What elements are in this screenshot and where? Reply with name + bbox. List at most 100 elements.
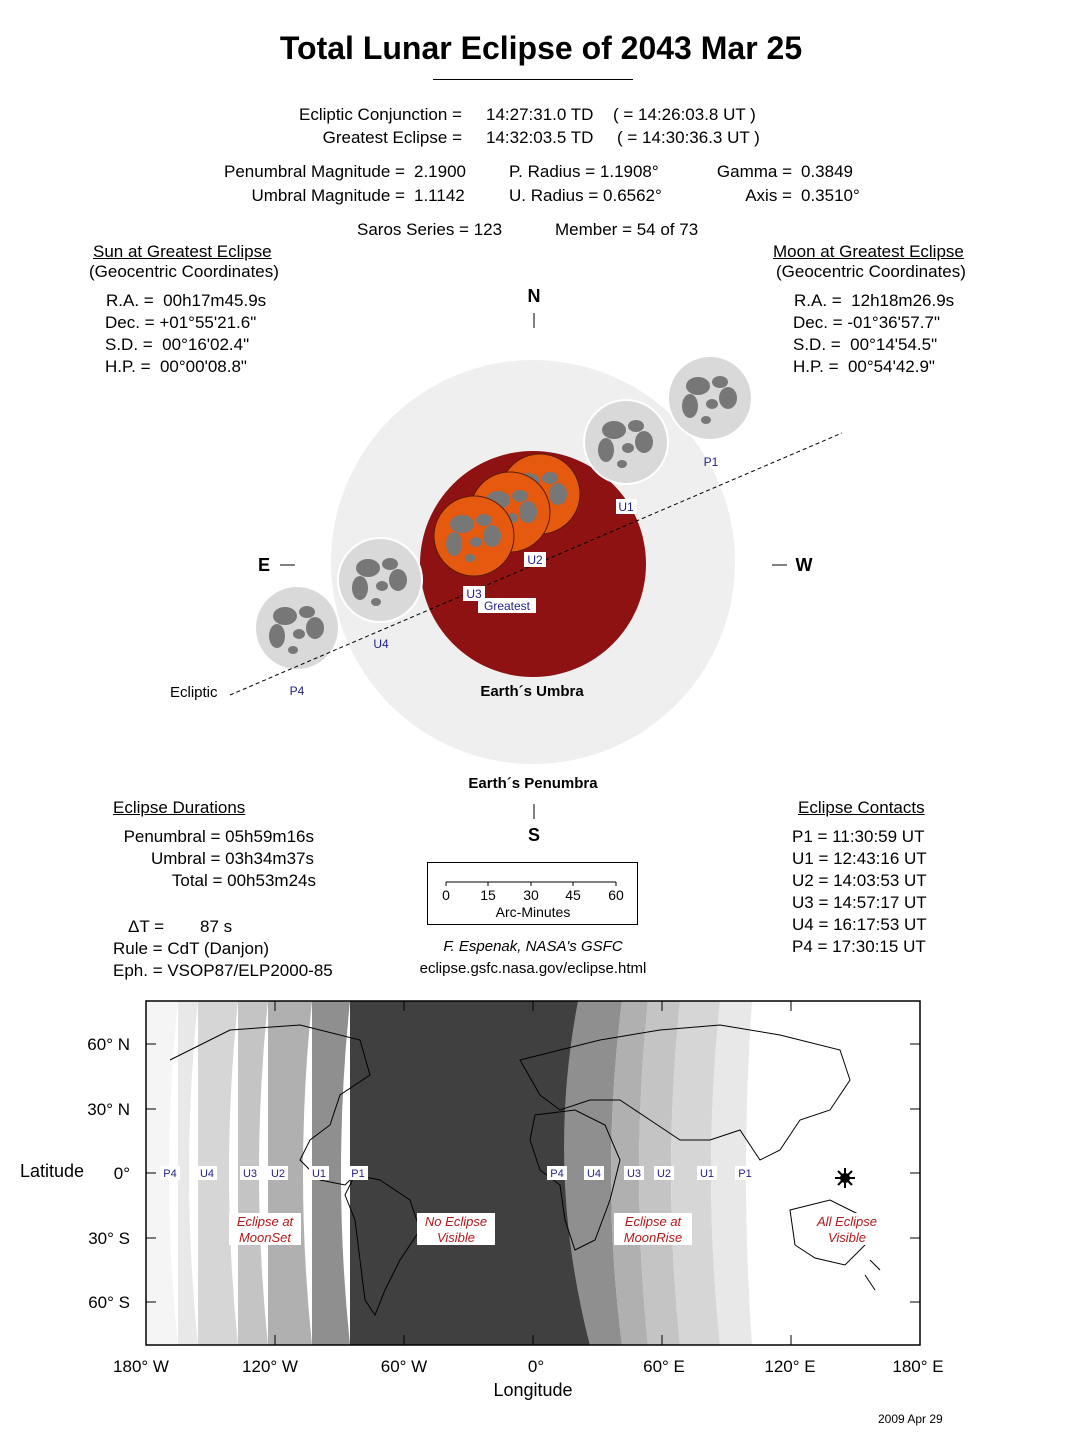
moon-u4 [337, 537, 423, 623]
region-moonset-line2: MoonSet [239, 1230, 292, 1245]
scale-tick-label: 60 [608, 887, 624, 903]
scale-tick-label: 30 [523, 887, 539, 903]
map-ylabel: Latitude [20, 1161, 84, 1181]
lon-tick-label: 120° W [242, 1357, 298, 1376]
map-contact-east: U2 [657, 1168, 671, 1180]
scale-tick-label: 45 [565, 887, 581, 903]
sun-heading: Sun at Greatest Eclipse [93, 242, 272, 261]
sun-hp: H.P. = 00°00'08.8" [105, 357, 247, 376]
moon-heading: Moon at Greatest Eclipse [773, 242, 964, 261]
region-all-visible-line2: Visible [828, 1230, 866, 1245]
greatest-label: Greatest [484, 599, 531, 613]
duration-umbral: Umbral = 03h34m37s [150, 849, 314, 868]
gamma-value: 0.3849 [801, 162, 853, 181]
delta-t-value: 87 s [200, 917, 233, 936]
scale-bar: 0 15 30 45 60 Arc-Minutes [427, 862, 638, 925]
lon-tick-label: 60° W [381, 1357, 427, 1376]
map-contact-east: P1 [738, 1168, 751, 1180]
rule-text: Rule = CdT (Danjon) [113, 939, 270, 958]
gamma-label: Gamma = [716, 162, 792, 181]
map-contact-west: U1 [312, 1168, 326, 1180]
region-all-visible-line1: All Eclipse [816, 1214, 877, 1229]
lat-tick-label: 60° N [87, 1035, 130, 1054]
contact-label-u4: U4 [373, 637, 389, 651]
map-contact-east: U1 [700, 1168, 714, 1180]
region-moonset-line1: Eclipse at [237, 1214, 295, 1229]
moon-p1 [667, 355, 753, 441]
scale-frame [427, 862, 638, 925]
u-radius: U. Radius = 0.6562° [509, 186, 662, 205]
visibility-map: 60° N 30° N 0° 30° S 60° S Latitude 180°… [20, 1000, 944, 1400]
contact-time-p1: P1 = 11:30:59 UT [792, 827, 925, 846]
date-stamp: 2009 Apr 29 [878, 1412, 943, 1426]
moon-subheading: (Geocentric Coordinates) [776, 262, 966, 281]
moon-ra: R.A. = 12h18m26.9s [794, 291, 955, 310]
region-no-eclipse-line2: Visible [437, 1230, 475, 1245]
umb-mag-label: Umbral Magnitude = [251, 186, 405, 205]
contact-time-p4: P4 = 17:30:15 UT [792, 937, 926, 956]
penumbra-label: Earth´s Penumbra [468, 775, 598, 792]
eclipse-diagram: N Ecliptic P1 U1 U2 U3 Greatest U4 P4 [170, 286, 843, 845]
contact-label-p4: P4 [290, 684, 305, 698]
map-contact-east: U4 [587, 1168, 601, 1180]
greatest-td: 14:32:03.5 TD [486, 128, 594, 147]
contact-label-p1: P1 [704, 455, 719, 469]
moon-u1 [583, 399, 669, 485]
lat-tick-label: 30° N [87, 1100, 130, 1119]
east-label: E [258, 555, 270, 575]
saros-series: Saros Series = 123 [357, 220, 503, 239]
map-contact-west: U4 [200, 1168, 214, 1180]
greatest-ut: ( = 14:30:36.3 UT ) [617, 128, 760, 147]
region-no-eclipse-line1: No Eclipse [425, 1214, 487, 1229]
page-title: Total Lunar Eclipse of 2043 Mar 25 [279, 30, 803, 66]
credit-author: F. Espenak, NASA's GSFC [443, 938, 623, 955]
map-contact-west: P4 [163, 1168, 176, 1180]
contact-label-u3: U3 [466, 587, 482, 601]
ephemeris-text: Eph. = VSOP87/ELP2000-85 [113, 961, 333, 980]
saros-member: Member = 54 of 73 [555, 220, 699, 239]
axis-value: 0.3510° [801, 186, 860, 205]
conjunction-td: 14:27:31.0 TD [486, 105, 594, 124]
contact-time-u1: U1 = 12:43:16 UT [792, 849, 927, 868]
map-contact-west: U3 [243, 1168, 257, 1180]
lon-tick-label: 180° W [113, 1357, 169, 1376]
region-moonrise-line2: MoonRise [624, 1230, 683, 1245]
duration-total: Total = 00h53m24s [171, 871, 316, 890]
p-radius: P. Radius = 1.1908° [509, 162, 659, 181]
subsolar-point-icon [835, 1168, 855, 1188]
moon-p4 [254, 585, 340, 671]
contact-label-u1: U1 [618, 500, 634, 514]
map-contact-west: U2 [271, 1168, 285, 1180]
contact-time-u3: U3 = 14:57:17 UT [792, 893, 927, 912]
north-label: N [528, 286, 541, 306]
map-ticks [146, 1001, 920, 1345]
duration-penumbral: Penumbral = 05h59m16s [123, 827, 314, 846]
durations-heading: Eclipse Durations [113, 798, 246, 817]
map-contact-west: P1 [351, 1168, 364, 1180]
title-underline [433, 79, 633, 80]
south-label: S [528, 825, 540, 845]
lat-tick-label: 30° S [88, 1229, 130, 1248]
lat-tick-label: 60° S [88, 1293, 130, 1312]
axis-label: Axis = [745, 186, 792, 205]
credit-url: eclipse.gsfc.nasa.gov/eclipse.html [419, 960, 647, 977]
lat-tick-label: 0° [114, 1164, 130, 1183]
moon-u3 [433, 495, 515, 577]
conjunction-label: Ecliptic Conjunction = [298, 105, 462, 124]
conjunction-ut: ( = 14:26:03.8 UT ) [613, 105, 756, 124]
umbra-label: Earth´s Umbra [480, 683, 584, 700]
pen-mag-label: Penumbral Magnitude = [224, 162, 405, 181]
scale-tick-label: 15 [480, 887, 496, 903]
lon-tick-label: 0° [528, 1357, 544, 1376]
contact-label-u2: U2 [527, 553, 543, 567]
sun-dec: Dec. = +01°55'21.6" [105, 313, 257, 332]
umb-mag-value: 1.1142 [414, 186, 465, 205]
scale-unit-label: Arc-Minutes [496, 904, 571, 920]
lon-tick-label: 60° E [643, 1357, 685, 1376]
visibility-bands [146, 1001, 752, 1345]
sun-ra: R.A. = 00h17m45.9s [106, 291, 267, 310]
contacts-heading: Eclipse Contacts [798, 798, 925, 817]
ecliptic-label: Ecliptic [170, 684, 218, 701]
sun-sd: S.D. = 00°16'02.4" [105, 335, 250, 354]
map-contact-east: U3 [627, 1168, 641, 1180]
